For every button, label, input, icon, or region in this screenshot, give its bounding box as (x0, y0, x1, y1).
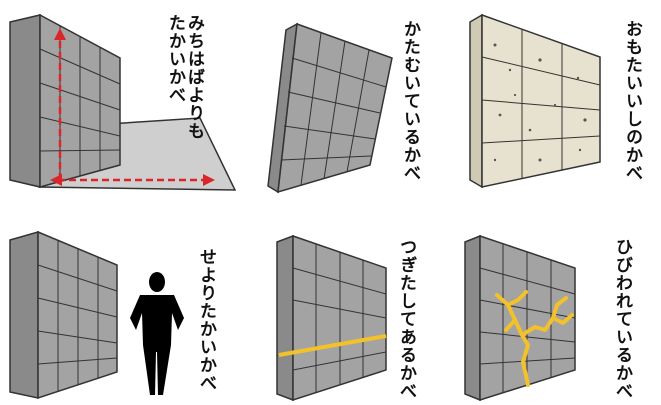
panel-leaning-wall (267, 22, 393, 194)
height-arrow-head (54, 28, 66, 40)
wall-side (469, 13, 483, 189)
wall-side (9, 14, 41, 188)
label-taller-than-person: せよりたかいかべ (196, 248, 216, 392)
wall-side (276, 234, 294, 402)
width-arrow-head (203, 174, 215, 186)
panel-cracked-wall (464, 234, 576, 402)
joint-line (278, 334, 387, 357)
panel-extended-wall (276, 234, 387, 402)
label-cracked-wall: ひびわれているかべ (612, 238, 632, 400)
crack-lines (495, 290, 574, 387)
panel-stone-wall (469, 13, 601, 189)
wall-side (464, 234, 481, 402)
label-taller-than-road: みちはばよりもたかいかべ (165, 14, 204, 140)
wall-side (9, 231, 39, 399)
panel-taller-than-person-wall (9, 230, 184, 400)
person-silhouette-icon (130, 272, 184, 395)
width-arrow-tail (50, 174, 62, 186)
label-stone-wall: おもたいいしのかべ (622, 20, 642, 182)
label-leaning-wall: かたむいているかべ (400, 20, 420, 182)
wall-face (481, 13, 601, 188)
label-extended-wall: つぎたしてあるかべ (396, 238, 416, 400)
panel-wider-than-road-wall (9, 13, 237, 191)
